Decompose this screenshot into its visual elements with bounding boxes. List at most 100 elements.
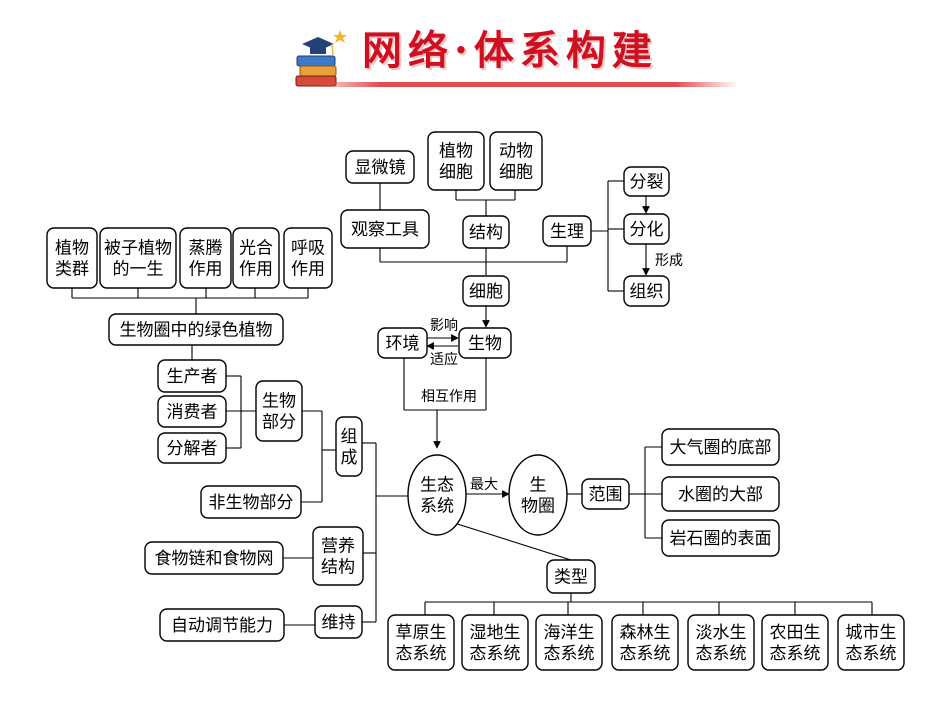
node-label-line: 分解者 <box>167 439 218 459</box>
edge-label-forms: 形成 <box>655 253 683 269</box>
node-label-line: 非生物部分 <box>209 493 294 513</box>
node-label-line: 物圈 <box>521 497 555 517</box>
node-label-line: 结构 <box>469 223 503 243</box>
node-box <box>611 614 679 671</box>
node-box <box>377 327 428 359</box>
node-box <box>108 313 284 346</box>
node-box <box>345 150 415 184</box>
node-label-line: 光合 <box>239 239 273 259</box>
node-label-line: 食物链和食物网 <box>155 549 274 569</box>
edge-label-interaction: 相互作用 <box>421 389 477 405</box>
node-box <box>837 614 905 671</box>
node-scope: 范围 <box>581 478 630 510</box>
node-label-line: 植物 <box>55 239 89 259</box>
edge-label-adapt: 适应 <box>430 351 458 368</box>
node-label-line: 细胞 <box>499 163 533 183</box>
node-label-line: 范围 <box>589 485 623 505</box>
node-label-line: 森林生 <box>620 623 671 643</box>
title-underline <box>318 82 738 87</box>
node-label-line: 自动调节能力 <box>171 616 273 636</box>
node-organism: 生物 <box>458 327 512 359</box>
node-label-line: 显微镜 <box>355 158 406 178</box>
node-label-line: 生态 <box>420 476 454 496</box>
book-stack-with-graduation-cap-icon <box>295 30 347 87</box>
node-label-line: 部分 <box>262 413 296 433</box>
node-label-line: 态系统 <box>620 644 671 664</box>
edge-label-influence: 影响 <box>430 318 458 334</box>
node-label-line: 海洋生 <box>544 623 595 643</box>
node-box <box>546 559 596 594</box>
node-physiology: 生理 <box>542 215 592 247</box>
node-label-line: 态系统 <box>770 644 821 664</box>
node-label-line: 成 <box>341 448 358 468</box>
node-abiotic-part: 非生物部分 <box>200 485 302 519</box>
node-box <box>144 541 284 575</box>
node-structure: 结构 <box>462 215 510 249</box>
node-label-line: 细胞 <box>439 163 473 183</box>
node-label-line: 水圈的大部 <box>678 485 763 505</box>
node-label-line: 系统 <box>420 497 454 517</box>
node-label-line: 态系统 <box>396 644 447 664</box>
node-box <box>623 213 670 245</box>
node-label-line: 生物 <box>262 392 296 412</box>
node-label-line: 类群 <box>55 260 89 280</box>
node-box <box>489 131 543 191</box>
node-biotic-part: 生物部分 <box>255 380 303 442</box>
node-division: 分裂 <box>623 166 670 197</box>
node-box <box>623 275 670 307</box>
node-box <box>179 227 232 289</box>
node-label-line: 观察工具 <box>351 220 419 240</box>
node-label-line: 生物 <box>468 334 502 354</box>
node-label-line: 维持 <box>322 613 356 633</box>
node-label-line: 生产者 <box>167 367 218 387</box>
node-box <box>687 614 755 671</box>
node-box <box>458 327 512 359</box>
node-box <box>335 416 363 477</box>
node-label-line: 态系统 <box>470 644 521 664</box>
node-label-line: 分裂 <box>630 173 664 193</box>
node-label-line: 组织 <box>630 282 664 302</box>
node-label-line: 消费者 <box>167 403 218 423</box>
diagram-nodes: 显微镜植物细胞动物细胞观察工具结构生理分裂分化组织细胞植物类群被子植物的一生蒸腾… <box>46 131 905 671</box>
node-box <box>46 227 98 289</box>
edge-label-largest: 最大 <box>470 477 498 493</box>
node-box <box>99 227 177 289</box>
node-box <box>542 215 592 247</box>
node-box <box>761 614 829 671</box>
node-consumer: 消费者 <box>157 395 227 428</box>
node-tissue: 组织 <box>623 275 670 307</box>
edge-labels: 形成 影响 适应 相互作用 最大 <box>421 253 683 493</box>
node-hydrosphere-most: 水圈的大部 <box>661 476 780 512</box>
node-box <box>200 485 302 519</box>
node-label-line: 的一生 <box>113 260 164 280</box>
connector-lines <box>71 180 873 626</box>
node-label-line: 淡水生 <box>696 623 747 643</box>
node-box <box>661 476 780 512</box>
node-label-line: 生 <box>530 476 547 496</box>
node-label-line: 被子植物 <box>104 239 172 259</box>
node-box <box>314 605 363 639</box>
node-label-line: 环境 <box>386 334 420 354</box>
node-box <box>462 215 510 249</box>
banner-graphics <box>295 30 738 87</box>
node-label-line: 湿地生 <box>470 623 521 643</box>
node-label-line: 植物 <box>439 142 473 162</box>
node-label-line: 岩石圈的表面 <box>670 529 772 549</box>
node-label-line: 态系统 <box>696 644 747 664</box>
node-label-line: 类型 <box>554 568 588 588</box>
node-box <box>283 227 333 289</box>
node-label-line: 城市生 <box>846 623 897 643</box>
node-self-regulation: 自动调节能力 <box>159 608 285 642</box>
node-observation-tool: 观察工具 <box>340 209 430 249</box>
